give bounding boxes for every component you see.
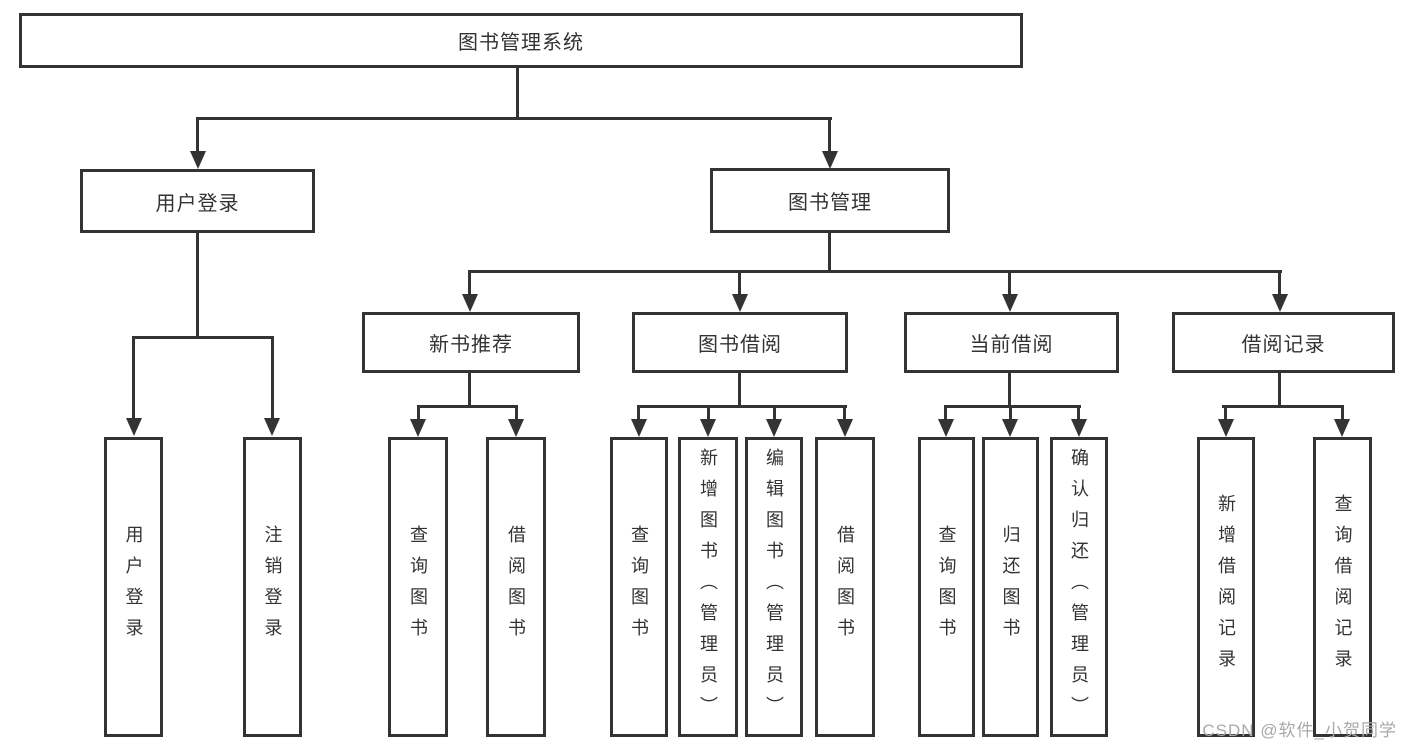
leaf-cb-return-books: 归还图书 (982, 437, 1039, 737)
node-label: 注销登录 (262, 525, 283, 649)
node-label: 图书借阅 (698, 334, 782, 356)
leaf-user-login: 用户登录 (104, 437, 163, 737)
connector-line (1278, 373, 1281, 408)
connector-line (944, 405, 1081, 408)
arrow-down-icon (700, 419, 716, 437)
arrow-down-icon (508, 419, 524, 437)
connector-line (468, 373, 471, 408)
leaf-br-query-record: 查询借阅记录 (1313, 437, 1372, 737)
arrow-down-icon (1218, 419, 1234, 437)
arrow-down-icon (264, 418, 280, 436)
node-label: 查询借阅记录 (1332, 494, 1353, 680)
leaf-br-add-record: 新增借阅记录 (1197, 437, 1255, 737)
node-label: 确认归还（管理员） (1069, 447, 1089, 727)
connector-line (843, 405, 846, 421)
node-label: 借阅图书 (835, 525, 855, 649)
arrow-down-icon (1002, 294, 1018, 312)
node-label: 借阅记录 (1241, 334, 1326, 356)
node-label: 新书推荐 (429, 334, 513, 356)
connector-line (515, 405, 518, 421)
node-book-borrowing: 图书借阅 (632, 312, 848, 373)
node-label: 编辑图书（管理员） (764, 447, 784, 727)
leaf-bb-add-books-admin: 新增图书（管理员） (678, 437, 738, 737)
connector-line (1278, 270, 1281, 296)
connector-line (196, 117, 832, 120)
node-label: 用户登录 (123, 525, 144, 649)
arrow-down-icon (631, 419, 647, 437)
connector-line (944, 405, 947, 421)
connector-line (828, 233, 831, 273)
node-label: 查询图书 (408, 525, 428, 649)
node-current-borrowing: 当前借阅 (904, 312, 1119, 373)
connector-line (1341, 405, 1344, 421)
connector-line (773, 405, 776, 421)
connector-line (707, 405, 710, 421)
connector-line (468, 270, 1282, 273)
leaf-logout: 注销登录 (243, 437, 302, 737)
connector-line (132, 336, 135, 420)
node-label: 用户登录 (155, 192, 240, 215)
connector-line (468, 270, 471, 296)
node-label: 图书管理系统 (458, 32, 584, 54)
node-label: 归还图书 (1000, 525, 1021, 649)
connector-line (1008, 270, 1011, 296)
arrow-down-icon (938, 419, 954, 437)
connector-line (637, 405, 847, 408)
node-label: 当前借阅 (969, 334, 1054, 356)
arrow-down-icon (1071, 419, 1087, 437)
connector-line (417, 405, 420, 421)
node-label: 借阅图书 (506, 525, 526, 649)
node-new-book-recommend: 新书推荐 (362, 312, 580, 373)
node-label: 图书管理 (788, 192, 872, 214)
connector-line (738, 270, 741, 296)
leaf-nb-borrow-books: 借阅图书 (486, 437, 546, 737)
connector-line (738, 373, 741, 408)
leaf-bb-borrow-books: 借阅图书 (815, 437, 875, 737)
node-book-management-module: 图书管理 (710, 168, 950, 233)
connector-line (1077, 405, 1080, 421)
arrow-down-icon (1272, 294, 1288, 312)
arrow-down-icon (822, 151, 838, 169)
leaf-cb-confirm-return-admin: 确认归还（管理员） (1050, 437, 1108, 737)
connector-line (196, 233, 199, 339)
arrow-down-icon (462, 294, 478, 312)
leaf-bb-edit-books-admin: 编辑图书（管理员） (745, 437, 803, 737)
node-label: 查询图书 (936, 525, 957, 649)
connector-line (1008, 373, 1011, 408)
connector-line (1009, 405, 1012, 421)
arrow-down-icon (766, 419, 782, 437)
connector-line (516, 68, 519, 118)
arrow-down-icon (1002, 419, 1018, 437)
arrow-down-icon (1334, 419, 1350, 437)
node-user-login-module: 用户登录 (80, 169, 315, 233)
node-borrowing-records: 借阅记录 (1172, 312, 1395, 373)
arrow-down-icon (837, 419, 853, 437)
connector-line (1224, 405, 1227, 421)
connector-line (196, 117, 199, 153)
arrow-down-icon (732, 294, 748, 312)
arrow-down-icon (410, 419, 426, 437)
leaf-nb-query-books: 查询图书 (388, 437, 448, 737)
connector-line (828, 117, 831, 153)
arrow-down-icon (190, 151, 206, 169)
connector-line (132, 336, 274, 339)
node-label: 查询图书 (629, 525, 649, 649)
connector-line (1222, 405, 1344, 408)
arrow-down-icon (126, 418, 142, 436)
connector-line (417, 405, 518, 408)
node-library-system-root: 图书管理系统 (19, 13, 1023, 68)
connector-line (271, 336, 274, 420)
node-label: 新增图书（管理员） (698, 447, 718, 727)
csdn-watermark: CSDN @软件_小贺同学 (1202, 721, 1397, 740)
connector-line (637, 405, 640, 421)
node-label: 新增借阅记录 (1216, 494, 1236, 680)
leaf-bb-query-books: 查询图书 (610, 437, 668, 737)
leaf-cb-query-books: 查询图书 (918, 437, 975, 737)
